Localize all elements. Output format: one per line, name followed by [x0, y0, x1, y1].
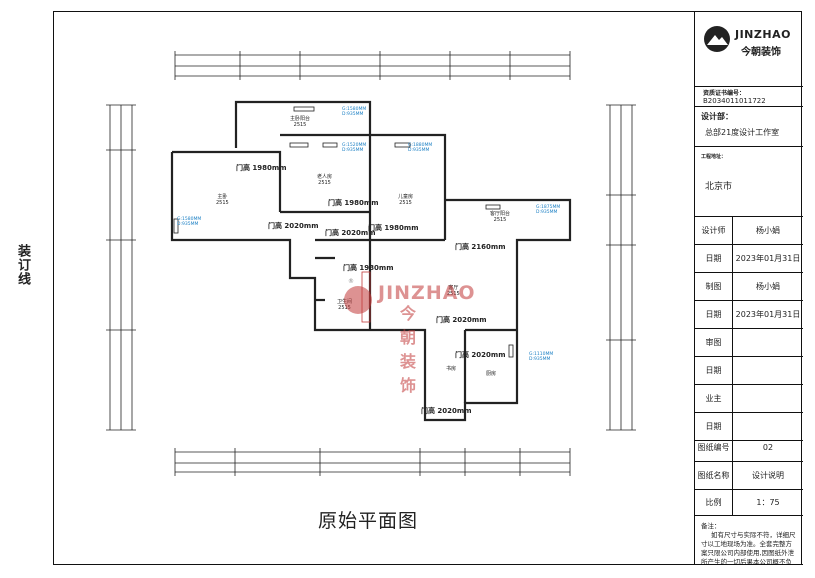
- notes-text: 如有尺寸与实际不符，详细尺寸以工地现场为准。全套完整方案只限公司内部使用,因图纸…: [701, 531, 796, 565]
- door-height-label: 门高 2020mm: [436, 316, 487, 324]
- title-block: JINZHAO 今朝装饰 资质证书编号： B2034011011722 设计部：…: [694, 11, 803, 565]
- dimension-lines-top: [175, 54, 570, 77]
- door-height-label: 门高 2020mm: [325, 229, 376, 237]
- watermark-registered: ®: [348, 278, 354, 285]
- design-dept-label: 设计部：: [701, 112, 733, 121]
- project-address-value: 北京市: [705, 182, 733, 192]
- door-height-label: 门高 2020mm: [268, 222, 319, 230]
- room-label-study: 书房: [446, 366, 457, 372]
- door-height-label: 门高 1980mm: [343, 264, 394, 272]
- project-address-block: 工程地址： 北京市: [695, 147, 803, 217]
- design-dept-block: 设计部： 总部21度设计工作室: [695, 107, 803, 147]
- drawing-title: 原始平面图: [318, 510, 419, 532]
- window-marks: [173, 106, 514, 358]
- door-height-label: 门高 2160mm: [455, 243, 506, 251]
- license-label: 资质证书编号：: [703, 90, 746, 97]
- watermark-logo-icon: [344, 286, 372, 314]
- row-owner: 业主: [695, 385, 803, 413]
- brand-logo-icon: [704, 26, 730, 52]
- door-height-label: 门高 1980mm: [236, 164, 287, 172]
- brand-logo-row: JINZHAO 今朝装饰: [695, 11, 803, 87]
- row-drafter: 制图杨小娟: [695, 273, 803, 301]
- binding-line-label: 装订线: [15, 244, 30, 286]
- room-label-kitchen: 厨房: [486, 371, 497, 377]
- dimension-lines-bottom: [175, 451, 570, 473]
- row-designer: 设计师杨小娟: [695, 217, 803, 245]
- dimension-ticks: [106, 51, 636, 476]
- design-dept-value: 总部21度设计工作室: [705, 128, 780, 137]
- door-height-label: 门高 1980mm: [368, 224, 419, 232]
- project-address-label: 工程地址：: [701, 154, 727, 160]
- notes-block: 备注： 如有尺寸与实际不符，详细尺寸以工地现场为准。全套完整方案只限公司内部使用…: [695, 516, 803, 565]
- dimension-lines-right: [609, 105, 633, 430]
- row-date: 日期: [695, 413, 803, 441]
- row-date: 日期: [695, 357, 803, 385]
- brand-name-en: JINZHAO: [735, 28, 791, 41]
- door-height-label: 门高 2020mm: [455, 351, 506, 359]
- door-height-label: 门高 2020mm: [421, 407, 472, 415]
- row-drawing-name: 图纸名称设计说明: [695, 462, 803, 490]
- license-number: B2034011011722: [703, 97, 766, 105]
- plan-walls: [170, 100, 572, 422]
- door-height-label: 门高 1980mm: [328, 199, 379, 207]
- row-reviewer: 审图: [695, 329, 803, 357]
- drawing-frame: [53, 11, 802, 565]
- notes-label: 备注：: [701, 522, 721, 530]
- brand-name-cn: 今朝装饰: [741, 47, 781, 58]
- license-block: 资质证书编号： B2034011011722: [695, 87, 803, 107]
- dimension-lines-left: [109, 105, 133, 430]
